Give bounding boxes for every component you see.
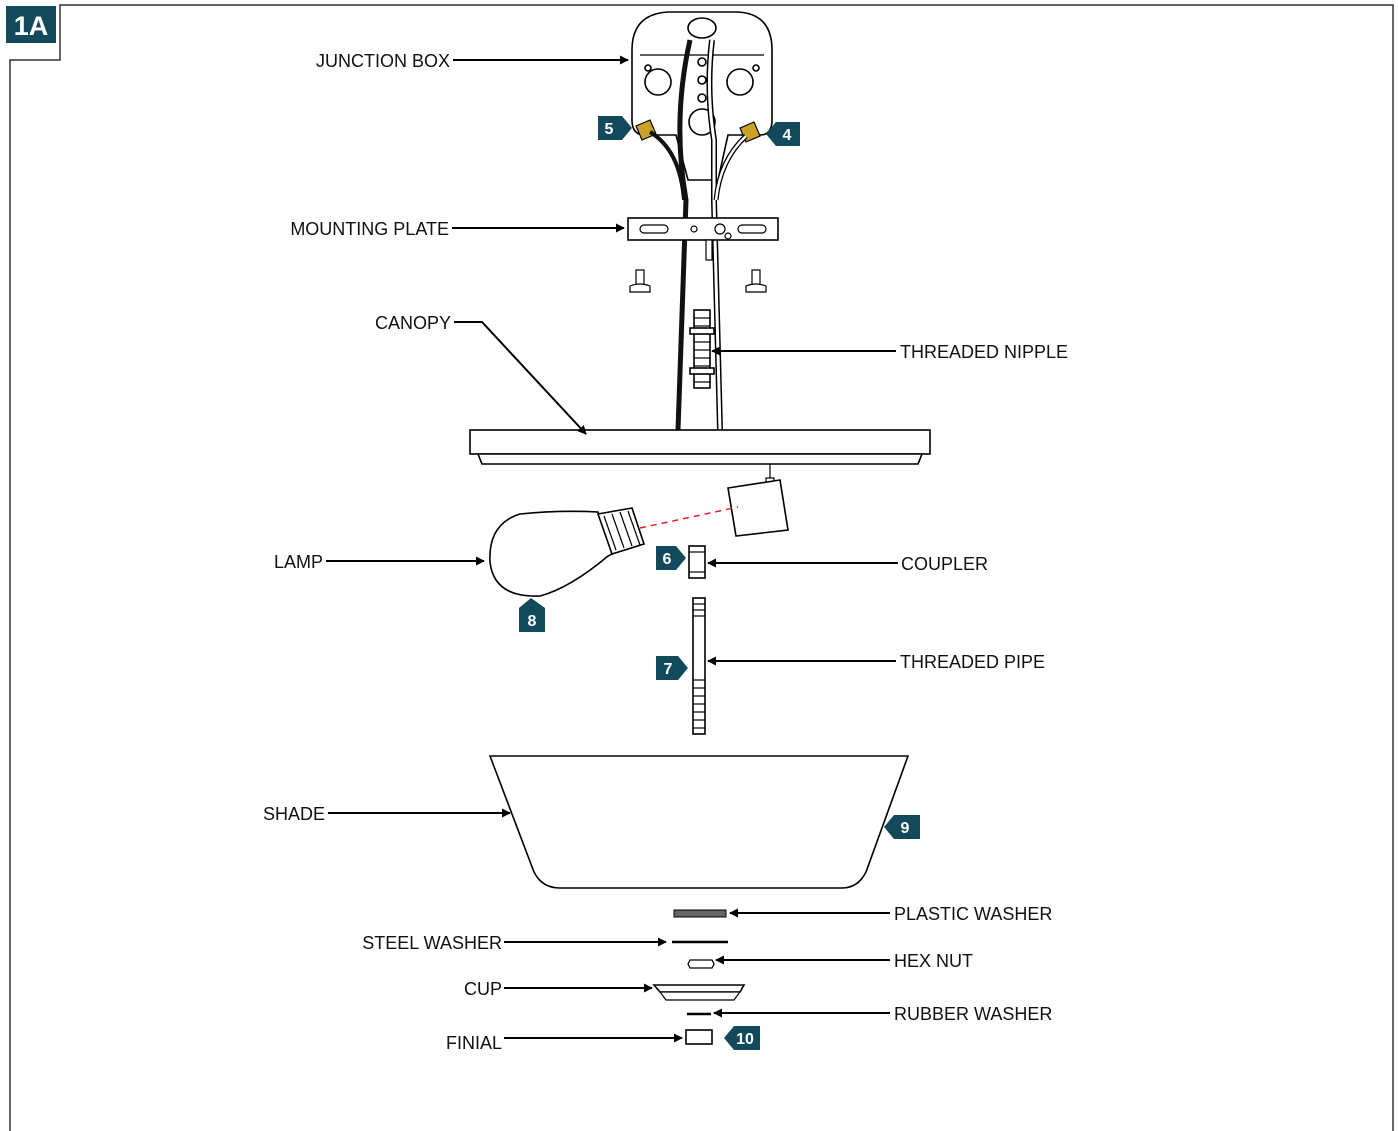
hex-nut-label: HEX NUT	[894, 951, 973, 971]
figure-id: 1A	[14, 11, 49, 41]
mounting-screws-illustration	[629, 269, 767, 293]
figure-id-badge: 1A	[6, 6, 56, 43]
canopy-label: CANOPY	[375, 313, 451, 333]
shade-illustration	[488, 755, 910, 889]
svg-text:7: 7	[664, 661, 673, 678]
socket-illustration	[727, 464, 789, 537]
step-tag-9: 9	[884, 815, 920, 839]
plastic-washer-illustration	[673, 909, 727, 918]
lamp-guide-line	[639, 506, 739, 529]
canopy-leader	[454, 321, 587, 435]
junction-box-label: JUNCTION BOX	[316, 51, 450, 71]
threaded-nipple-illustration	[689, 309, 715, 389]
step-tag-5: 5	[598, 116, 632, 140]
steel-washer-label: STEEL WASHER	[362, 933, 502, 953]
step-tag-4: 4	[766, 122, 800, 146]
shade-label: SHADE	[263, 804, 325, 824]
hex-nut-illustration	[687, 959, 715, 969]
finial-label: FINIAL	[446, 1033, 502, 1053]
coupler-illustration	[688, 545, 706, 579]
mounting-plate-illustration	[627, 217, 779, 261]
step-tag-8: 8	[519, 598, 545, 632]
lamp-illustration	[489, 507, 646, 597]
svg-text:8: 8	[528, 613, 537, 630]
svg-text:4: 4	[783, 127, 792, 144]
figure-frame	[9, 4, 1394, 1131]
threaded-pipe-label: THREADED PIPE	[900, 652, 1045, 672]
threaded-nipple-label: THREADED NIPPLE	[900, 342, 1068, 362]
cup-label: CUP	[464, 979, 502, 999]
step-tag-6: 6	[656, 546, 686, 570]
svg-text:6: 6	[663, 551, 672, 568]
canopy-illustration	[469, 429, 931, 465]
wires-illustration	[648, 39, 748, 431]
junction-box-illustration	[631, 11, 773, 181]
plastic-washer-label: PLASTIC WASHER	[894, 904, 1052, 924]
step-tag-10: 10	[724, 1026, 760, 1050]
lamp-label: LAMP	[274, 552, 323, 572]
svg-text:10: 10	[736, 1031, 754, 1048]
threaded-pipe-illustration	[692, 597, 706, 735]
coupler-label: COUPLER	[901, 554, 988, 574]
cup-illustration	[652, 984, 746, 1001]
svg-text:9: 9	[901, 820, 910, 837]
rubber-washer-label: RUBBER WASHER	[894, 1004, 1052, 1024]
step-tag-7: 7	[656, 656, 688, 680]
svg-text:5: 5	[605, 121, 614, 138]
finial-illustration	[685, 1029, 713, 1045]
mounting-plate-label: MOUNTING PLATE	[290, 219, 449, 239]
